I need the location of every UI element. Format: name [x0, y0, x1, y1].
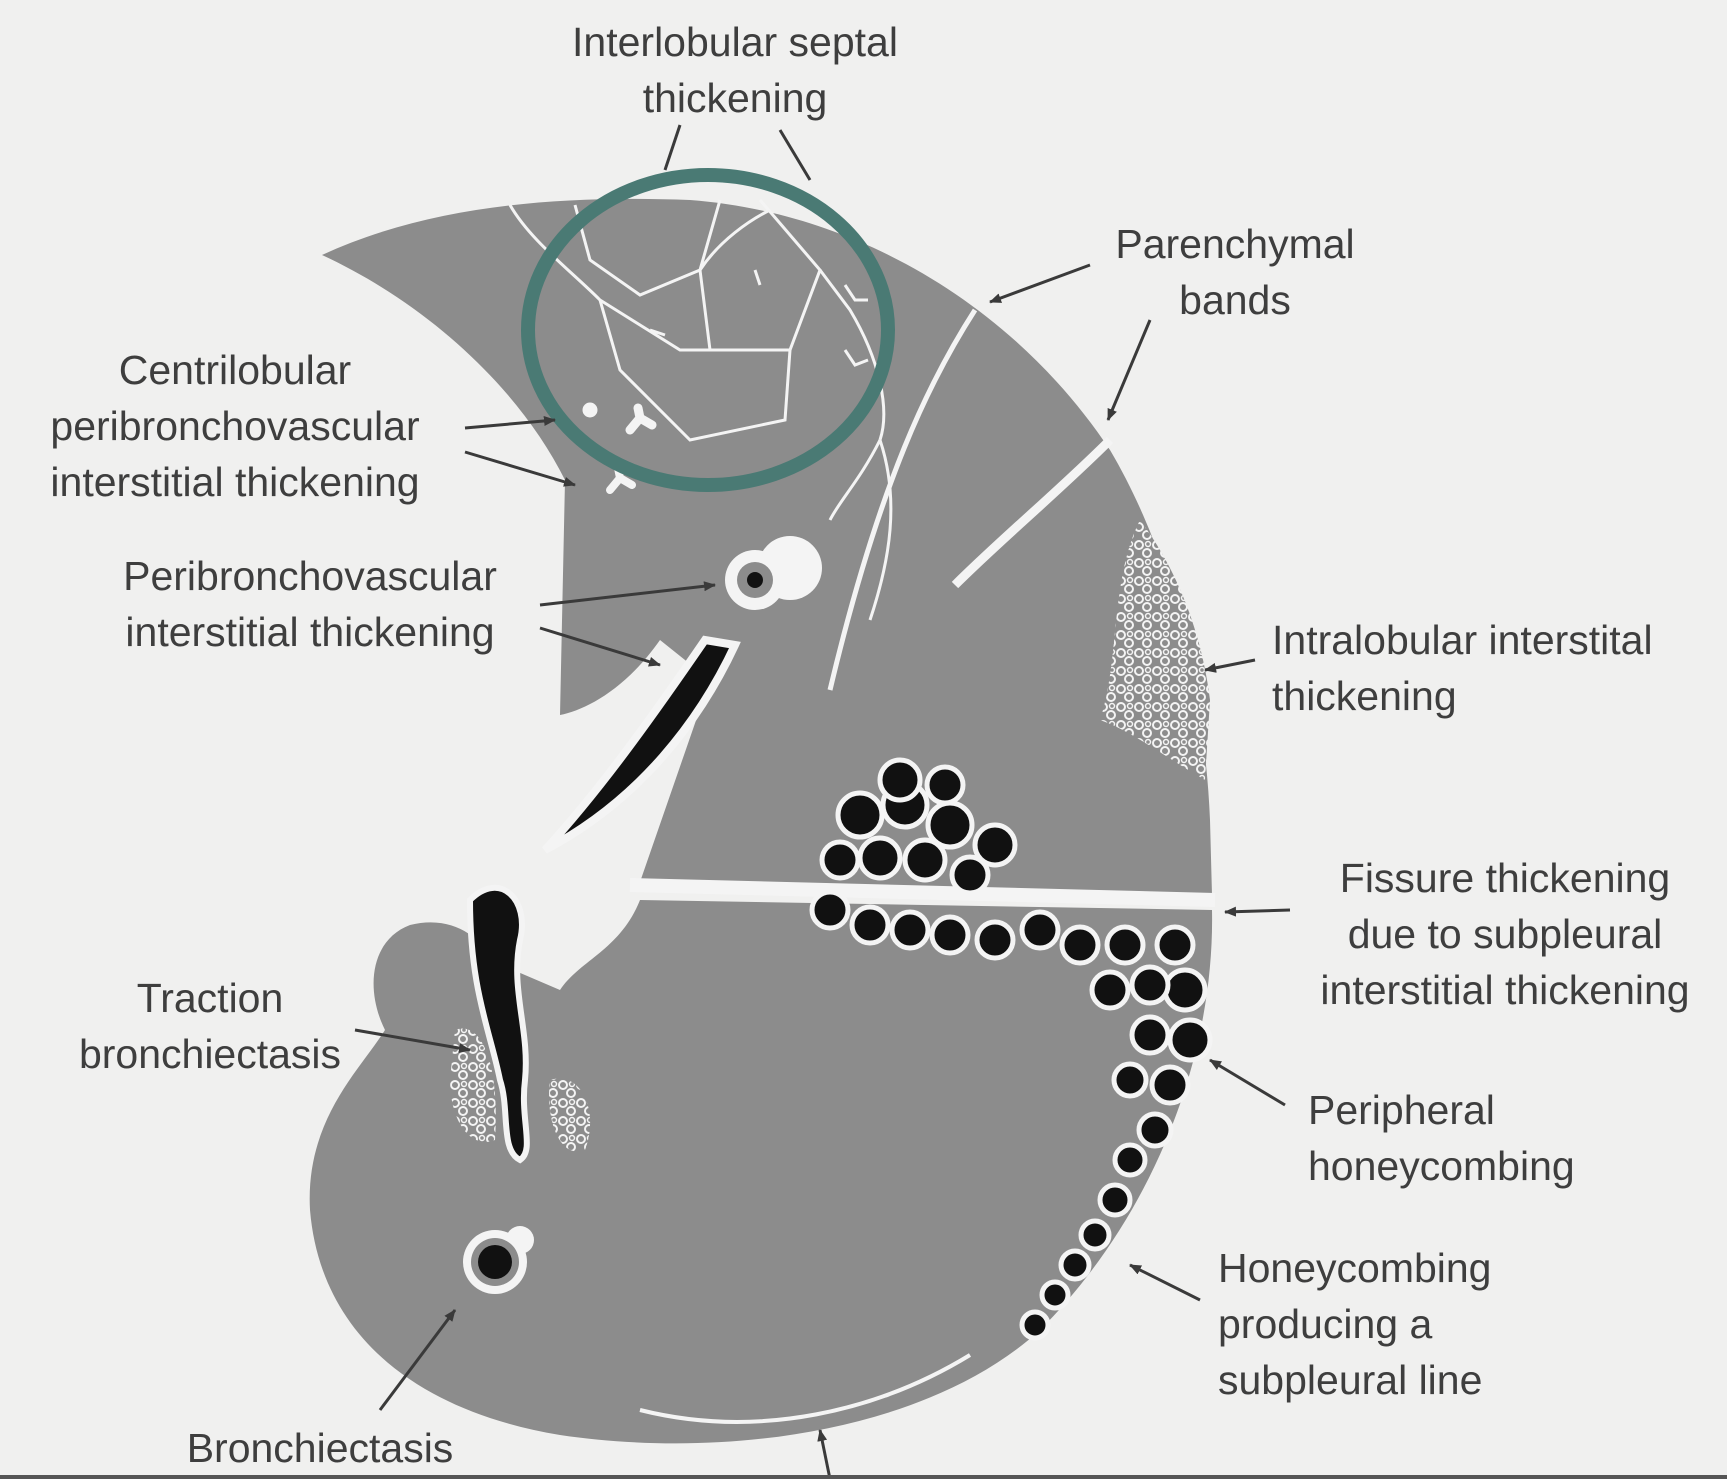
label-peribronchovascular: Peribronchovascular interstitial thicken…	[80, 548, 540, 660]
label-centrilobular: Centrilobular peribronchovascular inters…	[10, 342, 460, 510]
label-peripheral-honeycombing: Peripheral honeycombing	[1308, 1082, 1628, 1194]
bottom-edge	[0, 1475, 1727, 1479]
label-intralobular: Intralobular interstital thickening	[1272, 612, 1722, 724]
lower-lobe	[310, 900, 1212, 1443]
label-traction-bronchiectasis: Traction bronchiectasis	[50, 970, 370, 1082]
label-fissure: Fissure thickening due to subpleural int…	[1290, 850, 1720, 1018]
label-parenchymal-bands: Parenchymal bands	[1090, 216, 1380, 328]
label-honeycombing-subpleural: Honeycombing producing a subpleural line	[1218, 1240, 1558, 1408]
label-interlobular-septal: Interlobular septal thickening	[520, 14, 950, 126]
label-bronchiectasis: Bronchiectasis	[150, 1420, 490, 1476]
